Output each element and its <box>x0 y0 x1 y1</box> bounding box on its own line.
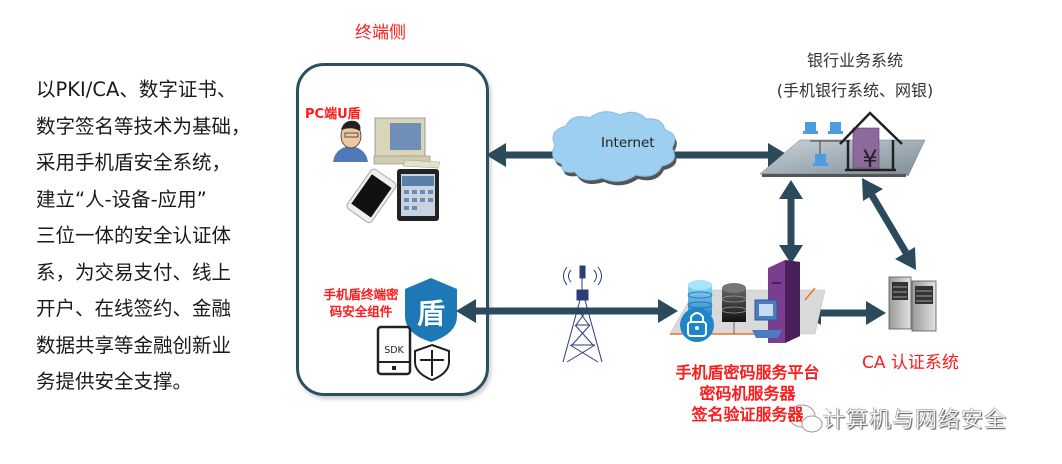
platform-label-line: 密码机服务器 <box>699 384 796 403</box>
intro-line: 数字签名等技术为基础， <box>36 114 251 138</box>
component-label: 手机盾终端密 码安全组件 <box>307 286 415 320</box>
smartphone-icon <box>346 168 397 224</box>
intro-line: 开户、在线签约、金融 <box>36 297 232 320</box>
terminal-box <box>296 63 489 396</box>
intro-text: 以PKI/CA、数字证书、 数字签名等技术为基础， 采用手机盾安全系统， 建立“… <box>36 72 286 401</box>
bank-subtitle-line: (手机银行系统、网银) <box>776 81 934 100</box>
connection-arrows <box>456 143 916 325</box>
desktop-computer-icon <box>373 117 441 169</box>
crypto-platform-icon <box>669 260 826 343</box>
server-tower-purple-icon <box>768 260 800 343</box>
arrow-bank-ca <box>862 178 916 270</box>
sdk-label: SDK <box>384 345 404 356</box>
component-label-line: 码安全组件 <box>329 304 393 319</box>
platform-label-line: 手机盾密码服务平台 <box>675 363 820 382</box>
intro-line: 务提供安全支撑。 <box>36 370 193 393</box>
database-black-icon <box>721 283 747 334</box>
phone-shield-icon: 盾 <box>405 278 457 342</box>
shield-char: 盾 <box>417 297 445 330</box>
intro-line: 三位一体的安全认证体 <box>36 224 232 247</box>
internet-label: Internet <box>601 135 655 151</box>
ca-server-icon <box>888 276 937 332</box>
tablet-icon <box>397 169 439 221</box>
lock-icon <box>680 308 714 342</box>
arrow-bank-platform <box>779 180 803 264</box>
bank-system-title: 银行业务系统 (手机银行系统、网银) <box>760 46 950 106</box>
internet-cloud-icon <box>552 111 677 186</box>
platform-label: 手机盾密码服务平台 密码机服务器 签名验证服务器 <box>655 362 840 425</box>
currency-symbol: ¥ <box>862 145 877 173</box>
intro-line: 建立“人-设备-应用” <box>36 187 207 211</box>
intro-line: 系，为交易支付、线上 <box>36 260 232 284</box>
bank-house-icon: ¥ <box>839 111 903 173</box>
user-figure-icon <box>333 120 368 162</box>
intro-line: 采用手机盾安全系统， <box>36 151 232 174</box>
wechat-icon <box>788 404 823 433</box>
intro-line: 以PKI/CA、数字证书、 <box>36 78 237 101</box>
client-computer-icon <box>752 299 782 338</box>
bank-title-line: 银行业务系统 <box>806 51 903 70</box>
terminal-title: 终端侧 <box>355 23 406 43</box>
arrow-terminal-platform <box>456 299 678 323</box>
sdk-phone-icon: SDK <box>376 325 412 376</box>
ca-system-label: CA 认证系统 <box>862 353 959 373</box>
watermark-text: 计算机与网络安全 <box>823 408 1008 433</box>
security-shield-icon <box>414 343 450 382</box>
intro-line: 数据共享等金融创新业 <box>36 333 232 357</box>
bank-network-icon: ¥ <box>759 111 926 177</box>
pc-ukey-label: PC端U盾 <box>305 107 361 122</box>
platform-label-line: 签名验证服务器 <box>691 405 804 424</box>
component-label-line: 手机盾终端密 <box>323 287 399 302</box>
signal-tower-icon <box>562 265 603 363</box>
